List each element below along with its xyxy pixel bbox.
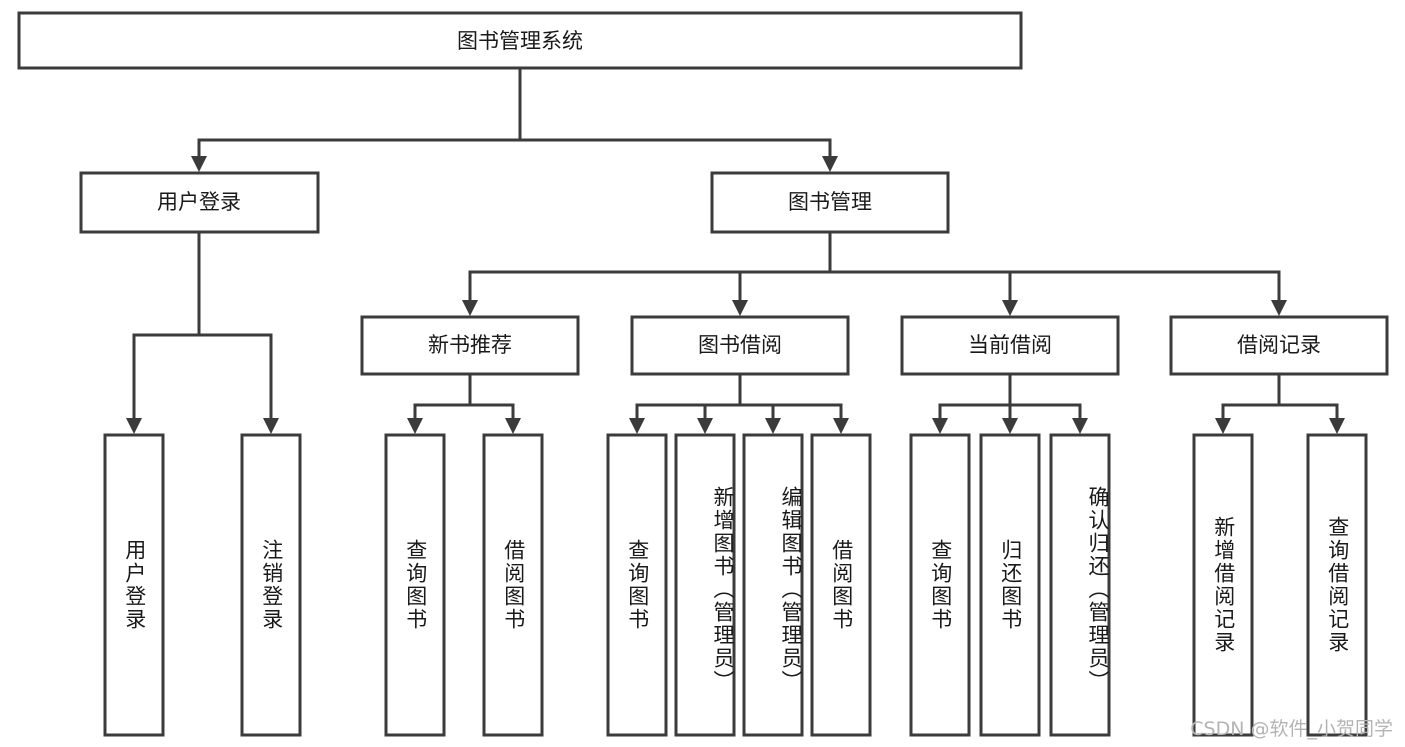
node-current-borrow[interactable]: 当前借阅 — [900, 315, 1120, 376]
node-book-borrow[interactable]: 图书借阅 — [630, 315, 850, 376]
arrow-leaf-borrow-book-1 — [505, 418, 521, 434]
arrow-leaf-add-book — [697, 418, 713, 434]
arrow-book-manage — [822, 156, 838, 172]
leaf-box-confirm-return[interactable] — [1049, 433, 1111, 737]
node-root[interactable]: 图书管理系统 — [17, 11, 1023, 70]
arrow-leaf-query-record — [1329, 418, 1345, 434]
leaf-box-query-book-1[interactable] — [384, 433, 446, 737]
node-book-borrow-label: 图书借阅 — [698, 333, 782, 357]
arrow-leaf-return-book — [1002, 418, 1018, 434]
arrow-leaf-user-login — [126, 418, 142, 434]
leaf-box-logout[interactable] — [240, 433, 302, 737]
arrow-book-borrow — [732, 300, 748, 316]
node-borrow-record[interactable]: 借阅记录 — [1169, 315, 1389, 376]
leaf-box-query-record[interactable] — [1306, 433, 1368, 737]
arrow-leaf-borrow-book-2 — [833, 418, 849, 434]
leaf-box-edit-book[interactable] — [742, 433, 804, 737]
arrow-leaf-query-book-1 — [407, 418, 423, 434]
arrow-borrow-record — [1271, 300, 1287, 316]
node-book-manage-box — [710, 171, 950, 234]
arrow-leaf-edit-book — [765, 418, 781, 434]
arrow-leaf-query-book-2 — [629, 418, 645, 434]
node-root-label: 图书管理系统 — [457, 29, 583, 53]
arrow-leaf-query-book-3 — [932, 418, 948, 434]
arrow-leaf-add-record — [1215, 418, 1231, 434]
leaf-box-return-book[interactable] — [979, 433, 1041, 737]
leaf-box-user-login[interactable] — [103, 433, 165, 737]
leaf-box-add-book[interactable] — [674, 433, 736, 737]
arrow-current-borrow — [1002, 300, 1018, 316]
node-book-manage[interactable]: 图书管理 — [710, 171, 950, 234]
leaf-box-borrow-book-1[interactable] — [482, 433, 544, 737]
node-user-login[interactable]: 用户登录 — [79, 171, 320, 234]
node-new-book-recommend[interactable]: 新书推荐 — [360, 315, 580, 376]
node-current-borrow-label: 当前借阅 — [968, 333, 1052, 357]
arrow-leaf-confirm-return — [1072, 418, 1088, 434]
leaf-box-borrow-book-2[interactable] — [810, 433, 872, 737]
node-borrow-record-label: 借阅记录 — [1237, 333, 1321, 357]
node-book-borrow-box — [630, 315, 850, 376]
node-user-login-label: 用户登录 — [157, 190, 241, 214]
node-current-borrow-box — [900, 315, 1120, 376]
node-book-manage-label: 图书管理 — [788, 190, 872, 214]
leaf-box-query-book-2[interactable] — [606, 433, 668, 737]
watermark-text: CSDN @软件_小贺同学 — [1190, 718, 1393, 740]
node-new-book-recommend-box — [360, 315, 580, 376]
leaf-box-add-record[interactable] — [1192, 433, 1254, 737]
arrow-user-login — [191, 156, 207, 172]
arrow-new-book-recommend — [462, 300, 478, 316]
leaf-box-query-book-3[interactable] — [909, 433, 971, 737]
node-new-book-recommend-label: 新书推荐 — [428, 333, 512, 357]
arrow-leaf-logout — [263, 418, 279, 434]
node-borrow-record-box — [1169, 315, 1389, 376]
node-root-box — [17, 11, 1023, 70]
